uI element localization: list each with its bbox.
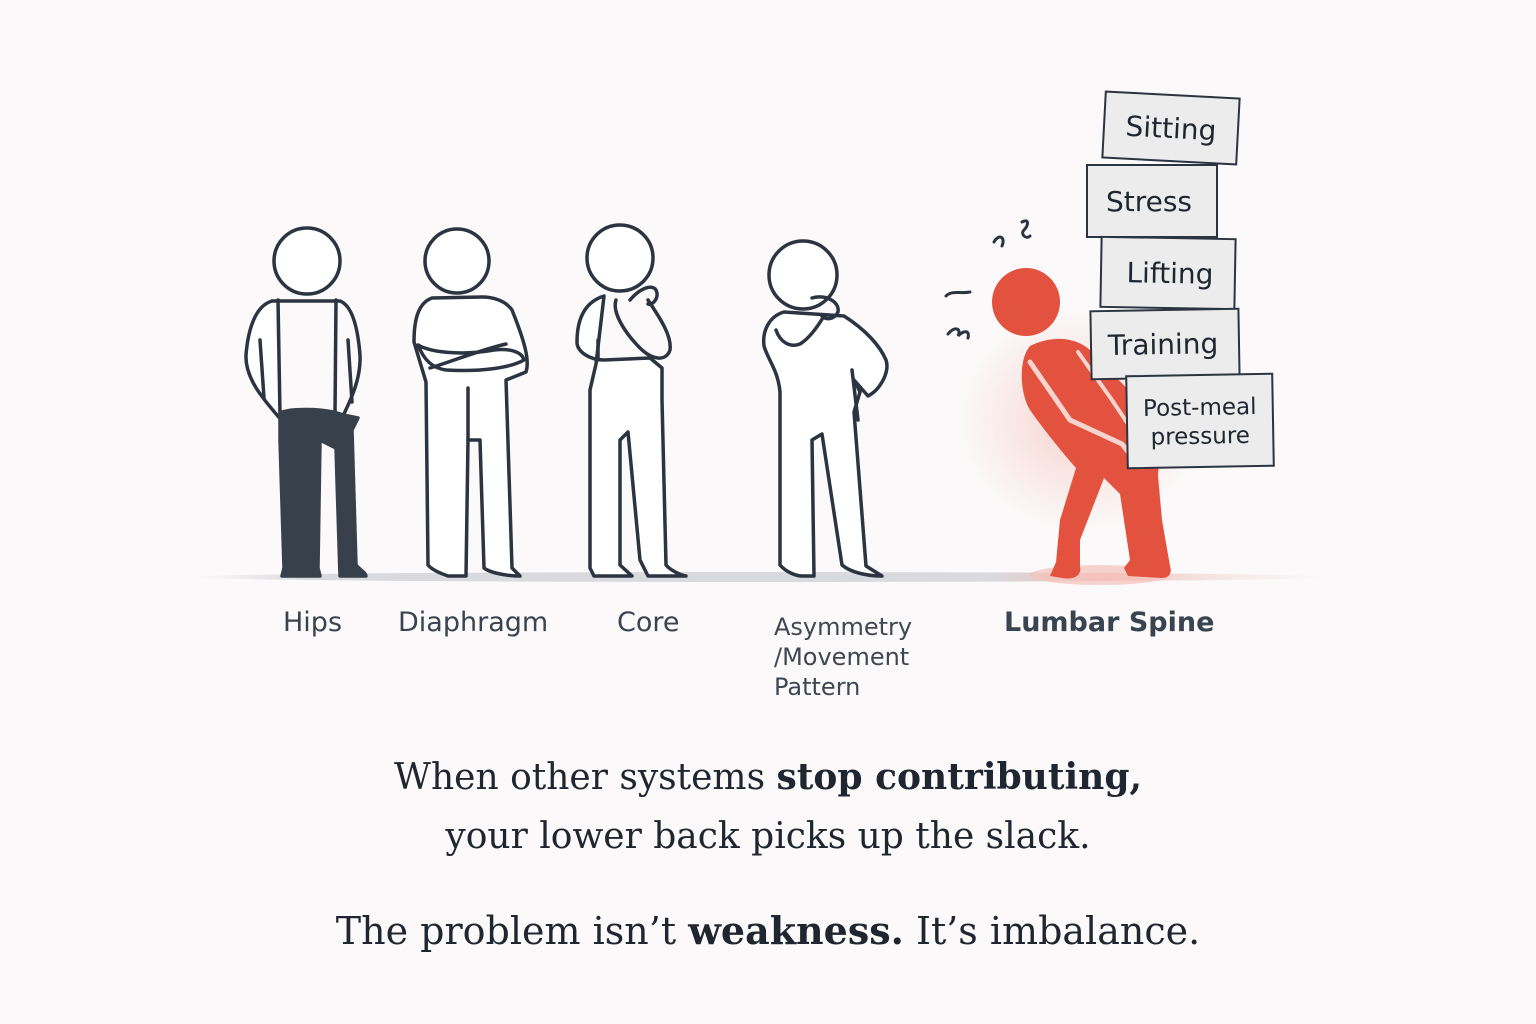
- label-hips: Hips: [283, 607, 342, 638]
- load-box-label: Lifting: [1126, 256, 1214, 291]
- load-box: Stress: [1087, 165, 1217, 237]
- figure-core: [577, 225, 686, 576]
- label-lumbar-spine: Lumbar Spine: [1004, 607, 1214, 638]
- load-box: Post-mealpressure: [1126, 374, 1274, 469]
- load-box-label: Sitting: [1125, 110, 1217, 148]
- caption-line-1-text: When other systems: [394, 757, 777, 798]
- load-box: Lifting: [1100, 237, 1235, 309]
- load-box-label: Stress: [1106, 185, 1192, 218]
- figure-hips: [246, 228, 366, 576]
- label-diaphragm: Diaphragm: [398, 607, 548, 638]
- load-box: Sitting: [1102, 92, 1239, 165]
- label-asymmetry: Asymmetry /Movement Pattern: [774, 612, 912, 702]
- load-box-label: Training: [1106, 327, 1218, 362]
- load-box: Training: [1090, 309, 1239, 380]
- caption-line-1-emphasis: stop contributing,: [777, 756, 1143, 798]
- figure-asymmetry: [764, 241, 887, 576]
- caption-line-1: When other systems stop contributing,: [0, 756, 1536, 798]
- caption-line-3-emphasis: weakness.: [688, 908, 904, 953]
- caption-line-3-tail: It’s imbalance.: [904, 909, 1200, 953]
- figure-diaphragm: [414, 229, 527, 576]
- caption-line-3: The problem isn’t weakness. It’s imbalan…: [0, 908, 1536, 953]
- caption-line-2: your lower back picks up the slack.: [0, 816, 1536, 857]
- label-core: Core: [617, 607, 680, 638]
- caption-line-3-text: The problem isn’t: [336, 909, 688, 953]
